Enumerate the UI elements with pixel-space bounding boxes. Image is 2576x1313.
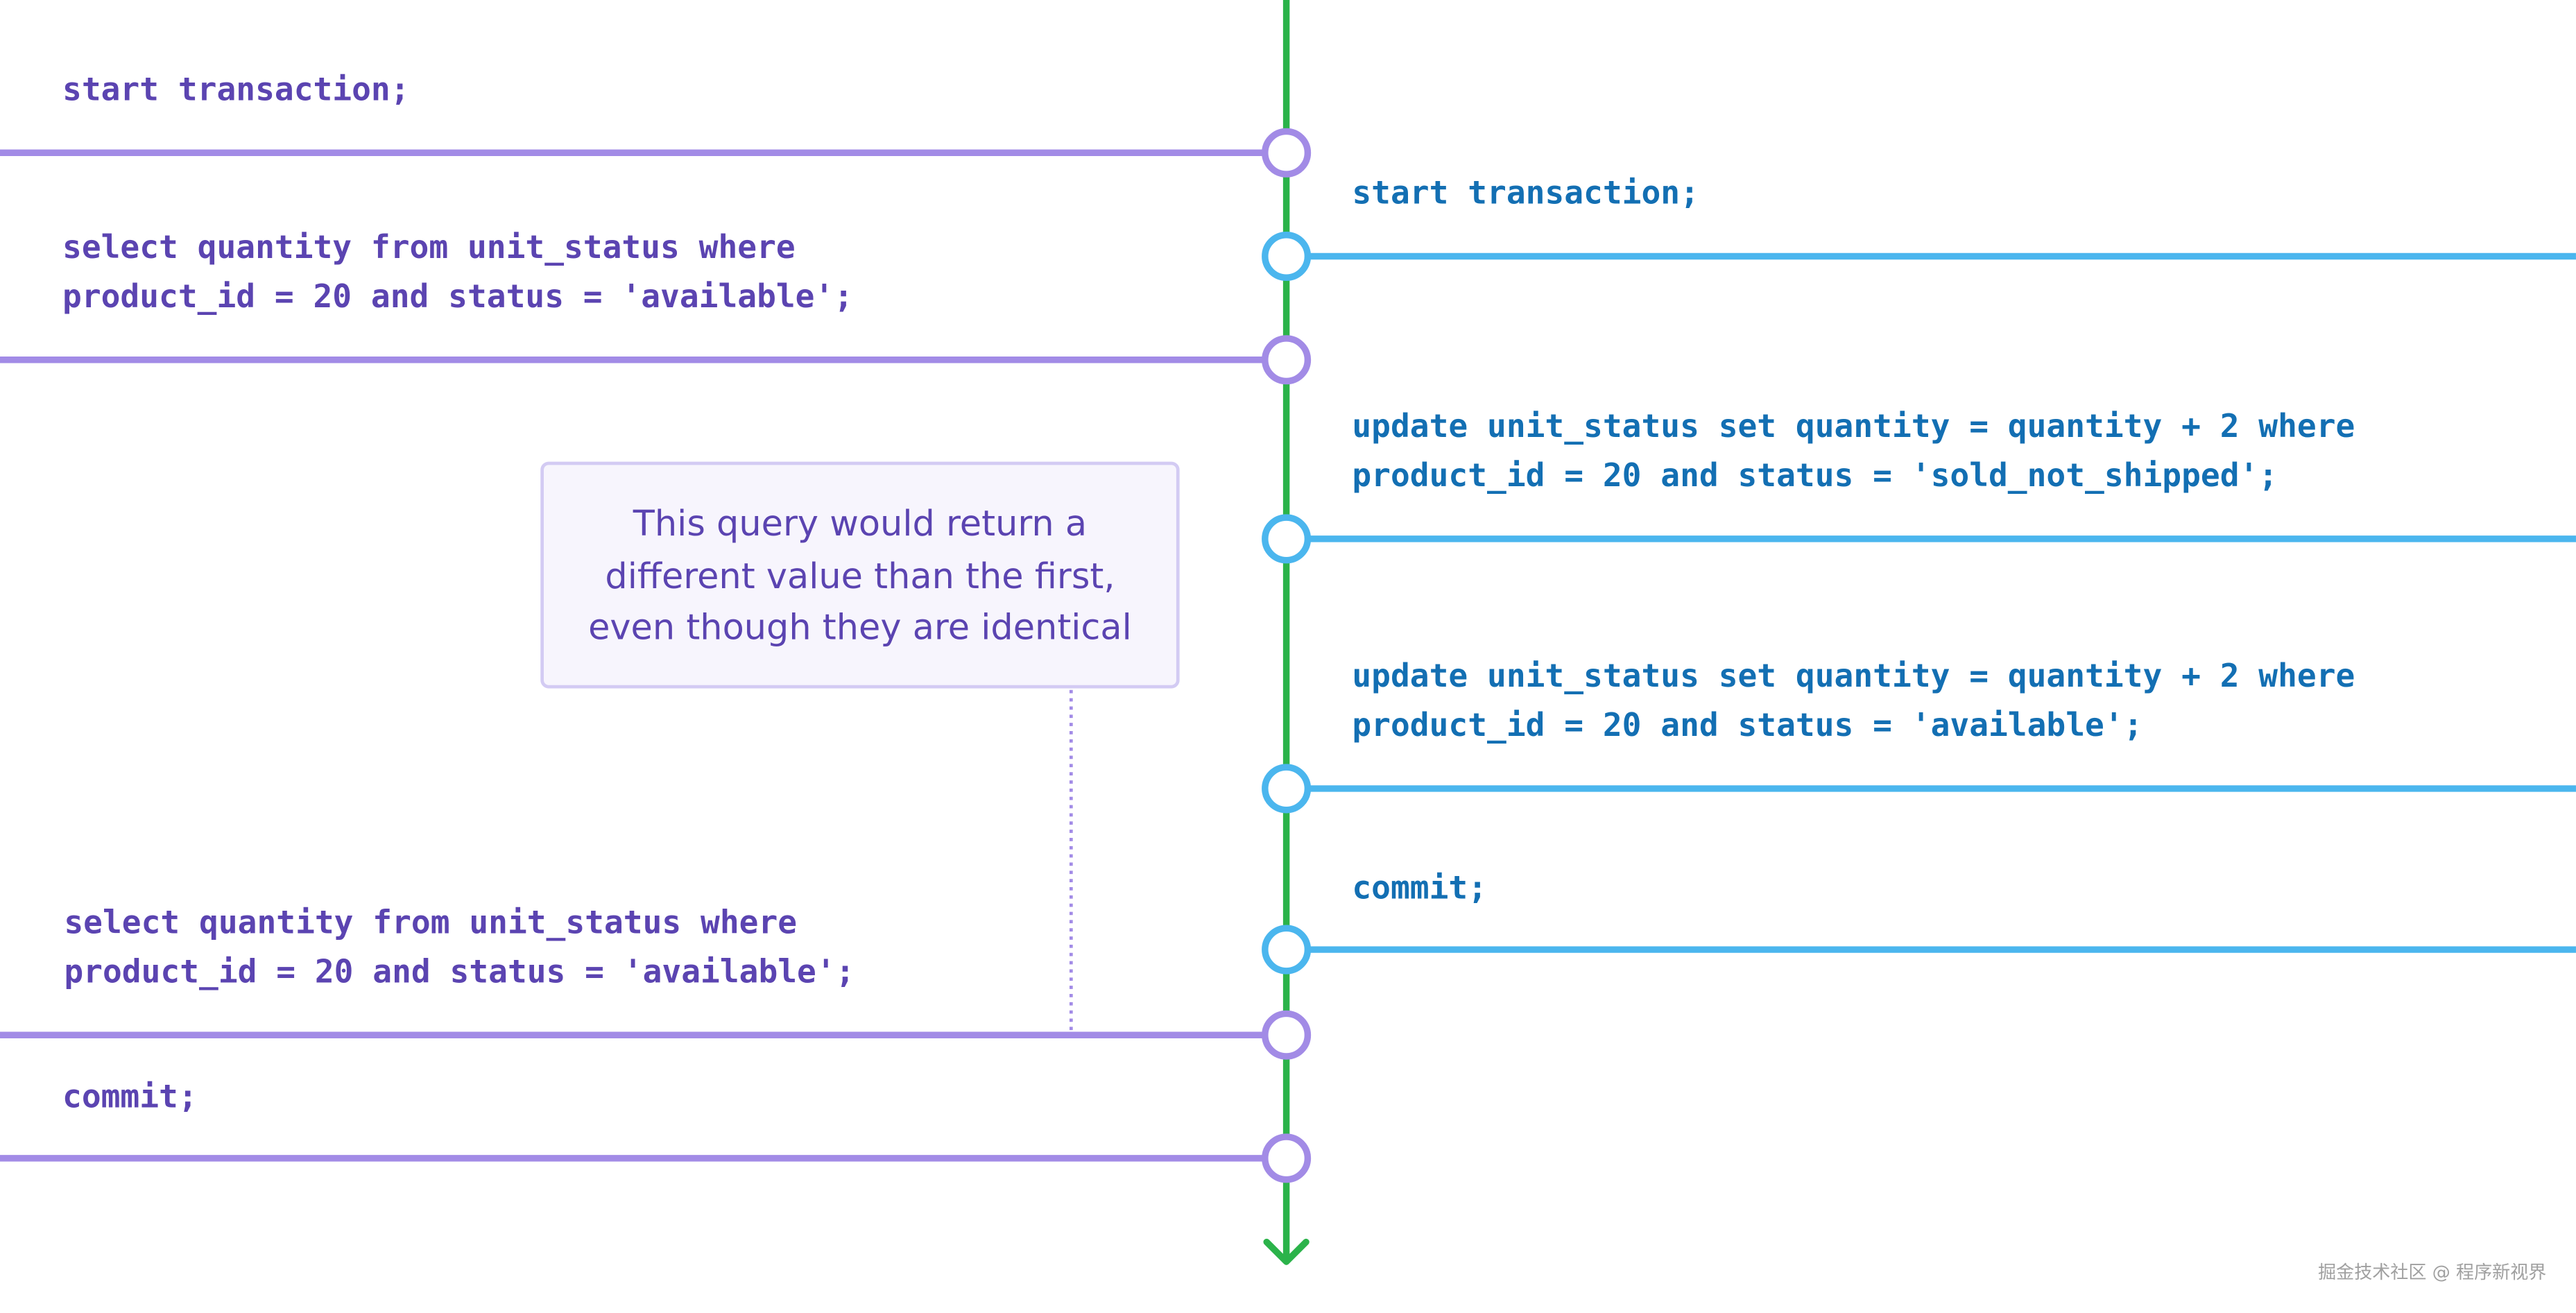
transaction-b-start-statement: start transaction; xyxy=(1352,174,1699,212)
transaction-b-event-marker xyxy=(1262,764,1312,814)
transaction-a-start-statement: start transaction; xyxy=(62,70,410,109)
transaction-b-event-marker xyxy=(1262,231,1312,282)
transaction-a-event-marker xyxy=(1262,335,1312,385)
transaction-a-second-select-statement: select quantity from unit_status where p… xyxy=(64,903,855,991)
transaction-a-first-select-statement: select quantity from unit_status where p… xyxy=(62,228,854,316)
transaction-b-event-marker xyxy=(1262,514,1312,564)
transaction-a-commit-statement: commit; xyxy=(62,1077,198,1116)
annotation-note: This query would return a different valu… xyxy=(540,461,1180,689)
transaction-b-event-marker xyxy=(1262,925,1312,975)
transaction-a-event-marker xyxy=(1262,128,1312,178)
transaction-b-commit-statement: commit; xyxy=(1352,868,1488,907)
transaction-b-first-update-statement: update unit_status set quantity = quanti… xyxy=(1352,407,2355,495)
timeline-arrowhead xyxy=(1263,1238,1310,1265)
watermark-text: 掘金技术社区 @ 程序新视界 xyxy=(2318,1262,2547,1283)
transaction-a-event-marker xyxy=(1262,1133,1312,1183)
transaction-a-event-marker xyxy=(1262,1010,1312,1060)
transaction-b-second-update-statement: update unit_status set quantity = quanti… xyxy=(1352,657,2355,744)
